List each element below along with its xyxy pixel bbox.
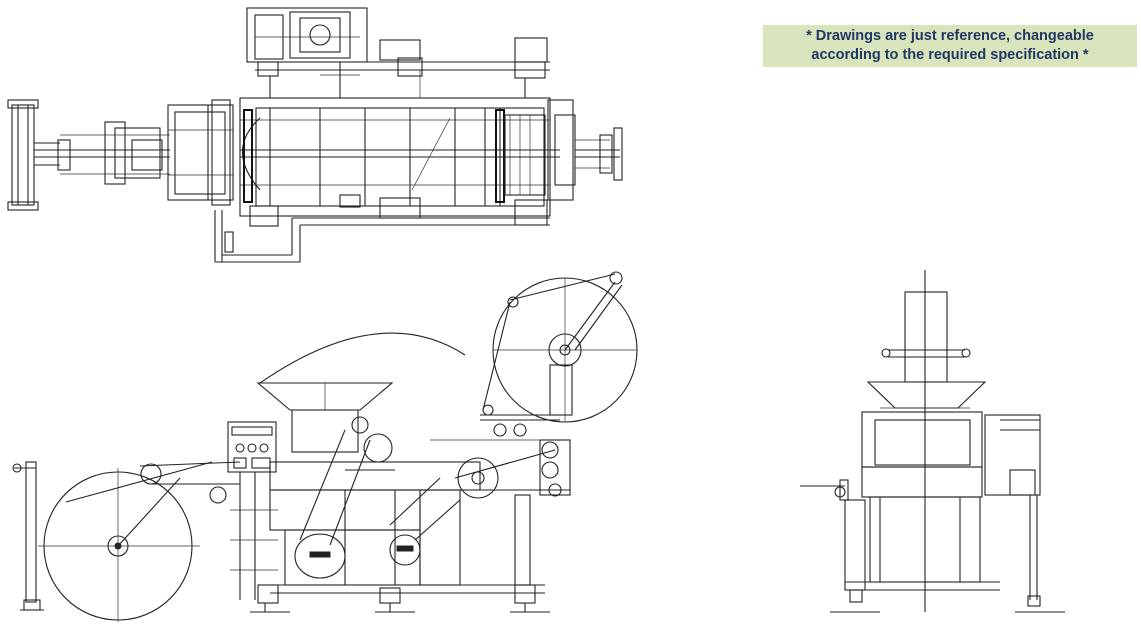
- front-view-drawing: [12, 271, 638, 622]
- top-view-drawing: [7, 7, 623, 263]
- disclaimer-line-1: * Drawings are just reference, changeabl…: [806, 28, 1094, 44]
- disclaimer-note: * Drawings are just reference, changeabl…: [763, 25, 1137, 67]
- disclaimer-line-2: according to the required specification …: [811, 47, 1089, 63]
- side-view-drawing: [800, 270, 1065, 613]
